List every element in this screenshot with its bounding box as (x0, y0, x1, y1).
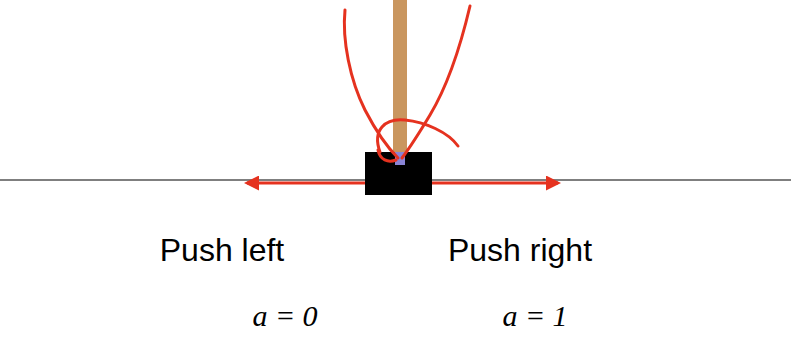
left-arrow (247, 182, 365, 185)
scribble-hook (378, 150, 396, 161)
scribble-right (402, 6, 470, 158)
action-value: a = 0 (252, 299, 317, 334)
right-arrow (432, 182, 558, 185)
action-value: a = 1 (502, 299, 567, 334)
pole (393, 0, 407, 162)
scribble-arc (378, 120, 458, 152)
action-label: Push right (448, 232, 592, 269)
action-label: Push left (160, 232, 285, 269)
scribble-left (344, 10, 398, 158)
motion-scribbles (344, 6, 470, 161)
